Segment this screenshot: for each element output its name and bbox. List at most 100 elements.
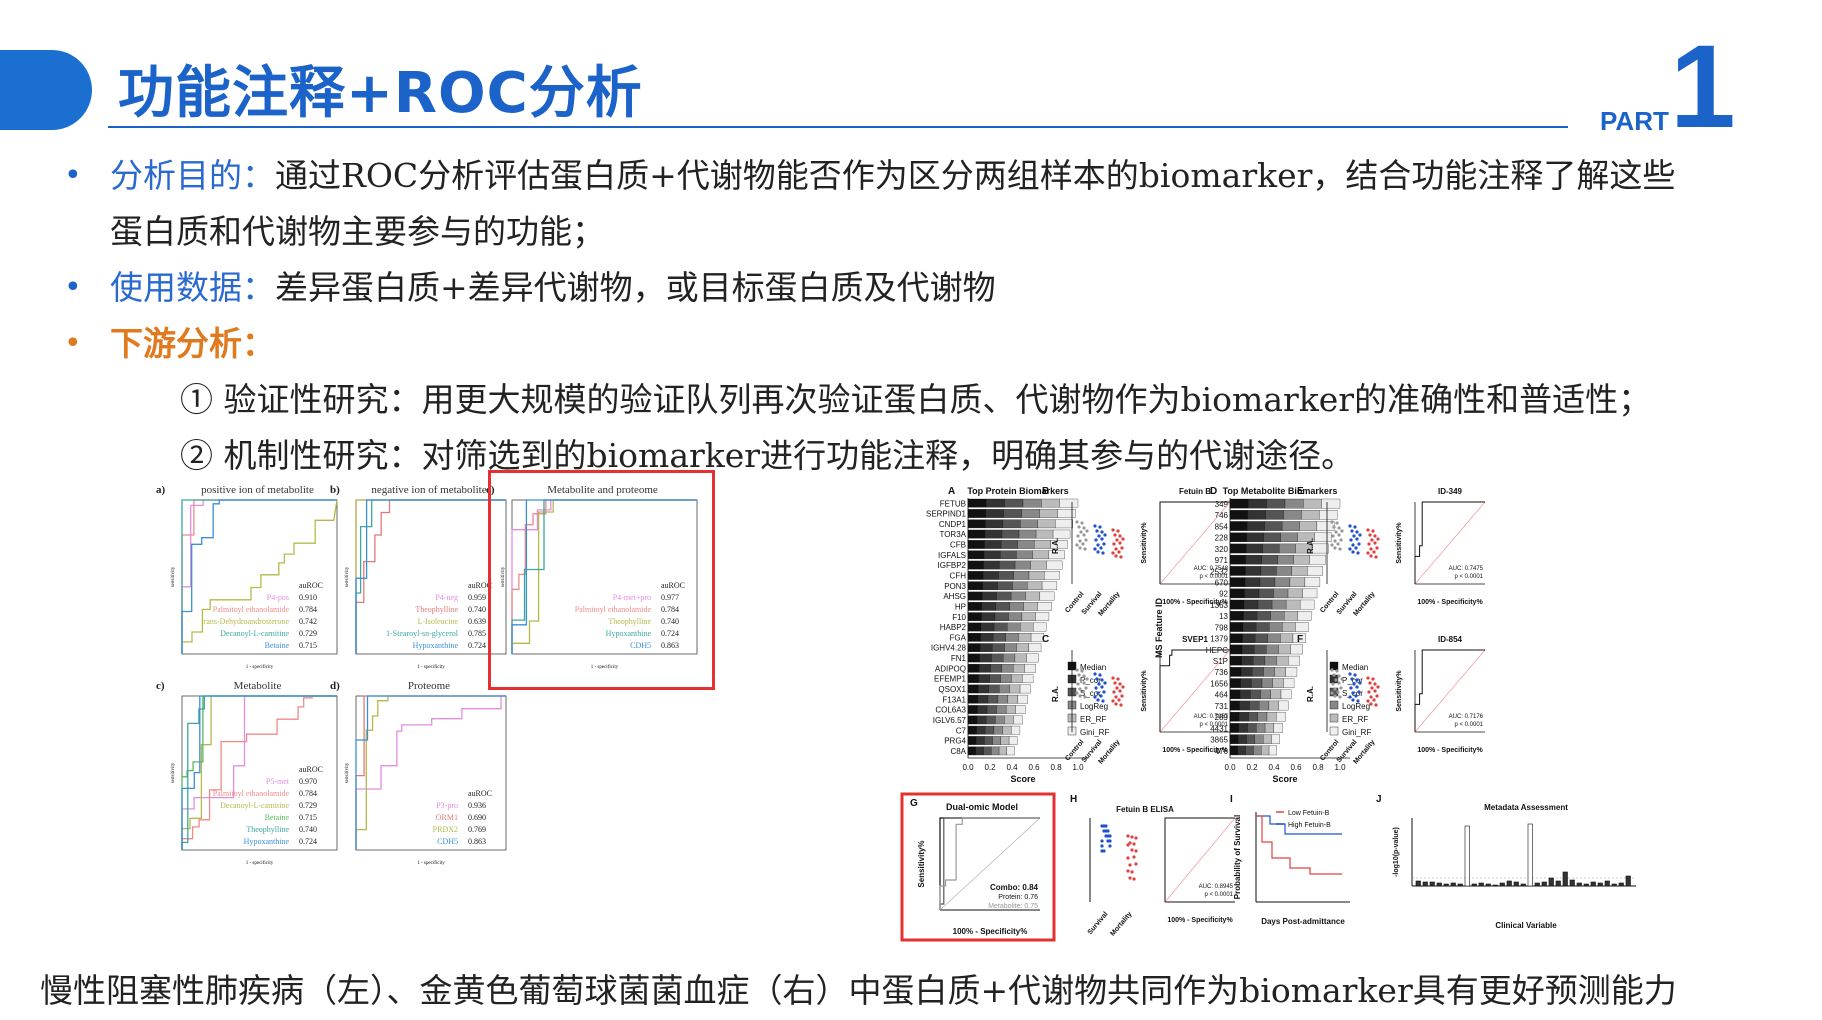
score-segment [1037,602,1052,611]
data-point [1369,702,1373,706]
score-segment [1281,521,1300,531]
score-segment [1013,663,1025,673]
score-segment [980,633,994,642]
x-axis-label: 100% - Specificity% [1162,747,1228,754]
data-point [1370,538,1374,542]
metadata-bar [1548,877,1554,887]
metadata-bar [1555,880,1561,887]
score-segment [1229,644,1243,655]
biomarker-name: F13A1 [942,695,966,704]
tick-label: 0.2 [984,763,996,772]
biomarker-name: CFB [950,541,966,550]
score-segment [1271,734,1280,744]
roc-curve [1414,501,1485,584]
metadata-bar [1492,884,1498,887]
score-segment [967,612,982,621]
data-point [1076,534,1080,538]
header-tab-decoration [0,50,92,130]
biomarker-name: CFH [950,571,967,580]
legend-name: Palmitoyl ethanolamide [212,605,289,614]
biomarker-name: SERPIND1 [926,510,967,519]
data-point [1120,694,1124,698]
score-segment [993,622,1008,632]
score-segment [1009,602,1024,611]
score-segment [1245,566,1262,576]
legend-name: Hypoxanthine [412,641,458,650]
x-axis-label: Score [1010,774,1035,784]
data-point [1093,672,1097,676]
y-axis-label: Sensitivity% [917,840,926,887]
score-segment [1024,663,1036,673]
diagonal [1414,649,1486,733]
data-point [1085,529,1089,533]
score-segment [1251,678,1263,688]
score-segment [1001,663,1014,673]
tick-label: 0.8 [1050,763,1062,772]
score-segment [1278,700,1289,711]
score-segment [1287,588,1303,599]
data-point [1116,677,1120,681]
score-segment [982,591,997,601]
title-underline [108,126,1568,128]
legend-header: auROC [201,580,339,592]
data-point [1330,543,1334,547]
legend-header-text: auROC [468,581,492,590]
score-segment [1255,622,1270,632]
score-segment [984,529,1003,539]
legend-value: 0.863 [661,641,679,650]
data-point [1368,533,1372,537]
score-segment [1252,667,1264,677]
score-segment [1039,591,1055,601]
data-point [1340,529,1344,533]
bullet-item: • 分析目的：通过ROC分析评估蛋白质+代谢物能否作为区分两组样本的biomar… [60,148,1780,260]
legend-header: auROC [433,788,508,800]
data-point [1128,863,1132,867]
tick-label: 0.4 [1006,763,1018,772]
roc-curve [1164,817,1235,902]
legend-name: Theophylline [415,605,458,614]
score-segment [1276,711,1286,722]
data-point [1353,673,1357,677]
legend-name: 1-Stearoyl-sn-glycerol [386,629,458,638]
score-segment [1004,715,1014,725]
score-segment [1319,510,1338,520]
data-point [1333,546,1337,550]
biomarker-name: COL6A3 [935,706,966,715]
biomarker-name: FETUB [940,499,966,508]
legend-value: 0.910 [299,593,317,602]
data-point [1126,856,1130,860]
x-axis-label: 100% - Specificity% [1417,747,1483,754]
legend-label: Gini_RF [1080,728,1109,737]
score-segment [1028,643,1042,652]
data-point [1352,682,1356,686]
data-point [1114,554,1118,558]
score-segment [1303,498,1322,509]
score-segment [995,602,1010,611]
score-segment [999,560,1016,570]
score-segment [1010,591,1026,601]
panel-letter: E [1297,486,1304,497]
biomarker-name: 476 [1215,747,1229,756]
metadata-bar [1569,879,1575,887]
legend-header: auROC [213,764,339,776]
panel-title: Proteome [407,680,451,692]
panel-letter: a) [156,484,166,496]
data-point [1351,691,1355,695]
score-segment [1013,571,1030,580]
metadata-bar [1513,881,1519,887]
score-segment [967,550,985,560]
biomarker-name: IGFBP2 [938,561,967,570]
score-segment [1250,689,1261,700]
y-axis-label: Sensitivity% [1396,670,1403,712]
data-point [1358,681,1362,685]
legend-name: P3-pro [436,801,458,810]
score-segment [988,684,1000,694]
legend-value: 0.784 [299,789,317,798]
panel-letter: C [1042,634,1049,645]
data-point [1115,538,1119,542]
